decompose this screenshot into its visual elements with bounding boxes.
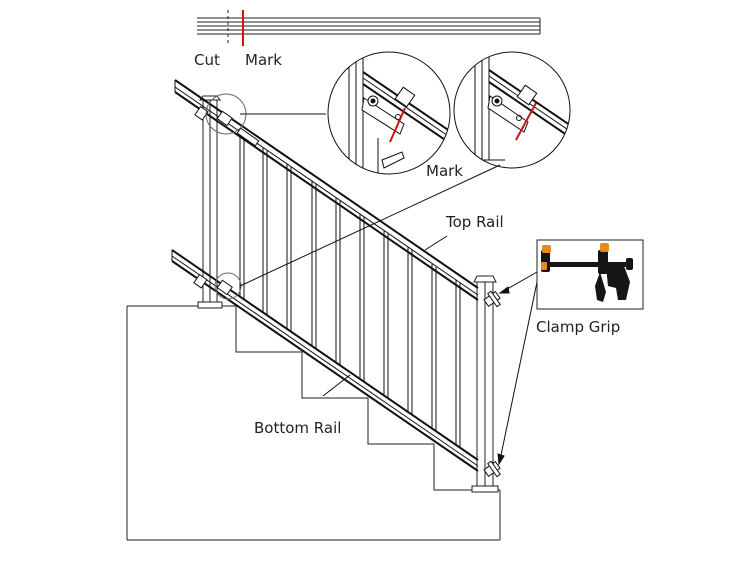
clamp-grip-label: Clamp Grip: [536, 318, 620, 336]
clamp-grip-inset: [536, 239, 644, 310]
mark-detail-label: Mark: [426, 162, 463, 180]
top-rail: [174, 79, 479, 301]
top-rail-label: Top Rail: [445, 213, 504, 231]
magnified-detail-right: [453, 51, 571, 169]
leader-lines: [239, 113, 501, 397]
left-post-brackets: [193, 105, 260, 296]
mark-line-detail-right: [515, 102, 537, 141]
rail-cut-strip: [197, 10, 541, 46]
bottom-rail-label: Bottom Rail: [254, 419, 341, 437]
bar-clamp-icon: [541, 243, 633, 302]
right-post-clamps: [483, 290, 501, 478]
magnified-detail-left: [327, 51, 451, 175]
mark-line-detail-left: [389, 107, 406, 143]
stairs: [126, 305, 501, 541]
right-post: [471, 275, 499, 493]
cut-label: Cut: [194, 51, 220, 69]
mark-label: Mark: [245, 51, 282, 69]
clamp-arrows: [497, 271, 538, 466]
balusters: [239, 132, 461, 447]
